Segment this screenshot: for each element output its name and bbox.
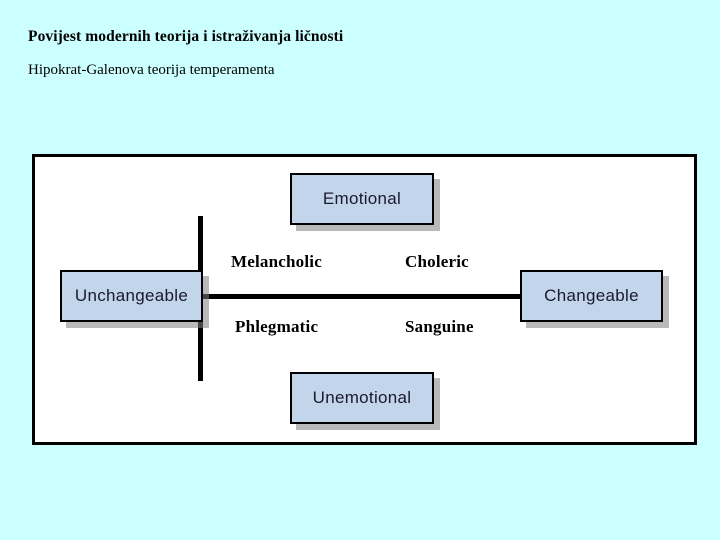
node-label-changeable: Changeable <box>544 286 639 305</box>
quadrant-label-sanguine: Sanguine <box>405 317 474 336</box>
node-box-unchangeable[interactable]: Unchangeable <box>60 270 203 322</box>
slide-heading-block: Povijest modernih teorija i istraživanja… <box>28 28 688 79</box>
node-box-changeable[interactable]: Changeable <box>520 270 663 322</box>
node-label-emotional: Emotional <box>322 189 402 208</box>
page-title: Povijest modernih teorija i istraživanja… <box>28 28 344 45</box>
node-box-emotional[interactable]: Emotional <box>290 173 434 225</box>
diagram-frame: Emotional Unemotional Unchangeable Chang… <box>32 154 697 445</box>
axis-horizontal-line <box>198 294 553 299</box>
node-box-unemotional[interactable]: Unemotional <box>290 372 434 424</box>
node-label-unemotional: Unemotional <box>312 388 412 407</box>
diagram-canvas: Emotional Unemotional Unchangeable Chang… <box>35 157 694 442</box>
quadrant-label-melancholic: Melancholic <box>231 252 322 271</box>
page-subtitle: Hipokrat-Galenova teorija temperamenta <box>28 61 275 78</box>
node-label-unchangeable: Unchangeable <box>74 286 189 305</box>
quadrant-label-choleric: Choleric <box>405 252 469 271</box>
quadrant-label-phlegmatic: Phlegmatic <box>235 317 319 336</box>
